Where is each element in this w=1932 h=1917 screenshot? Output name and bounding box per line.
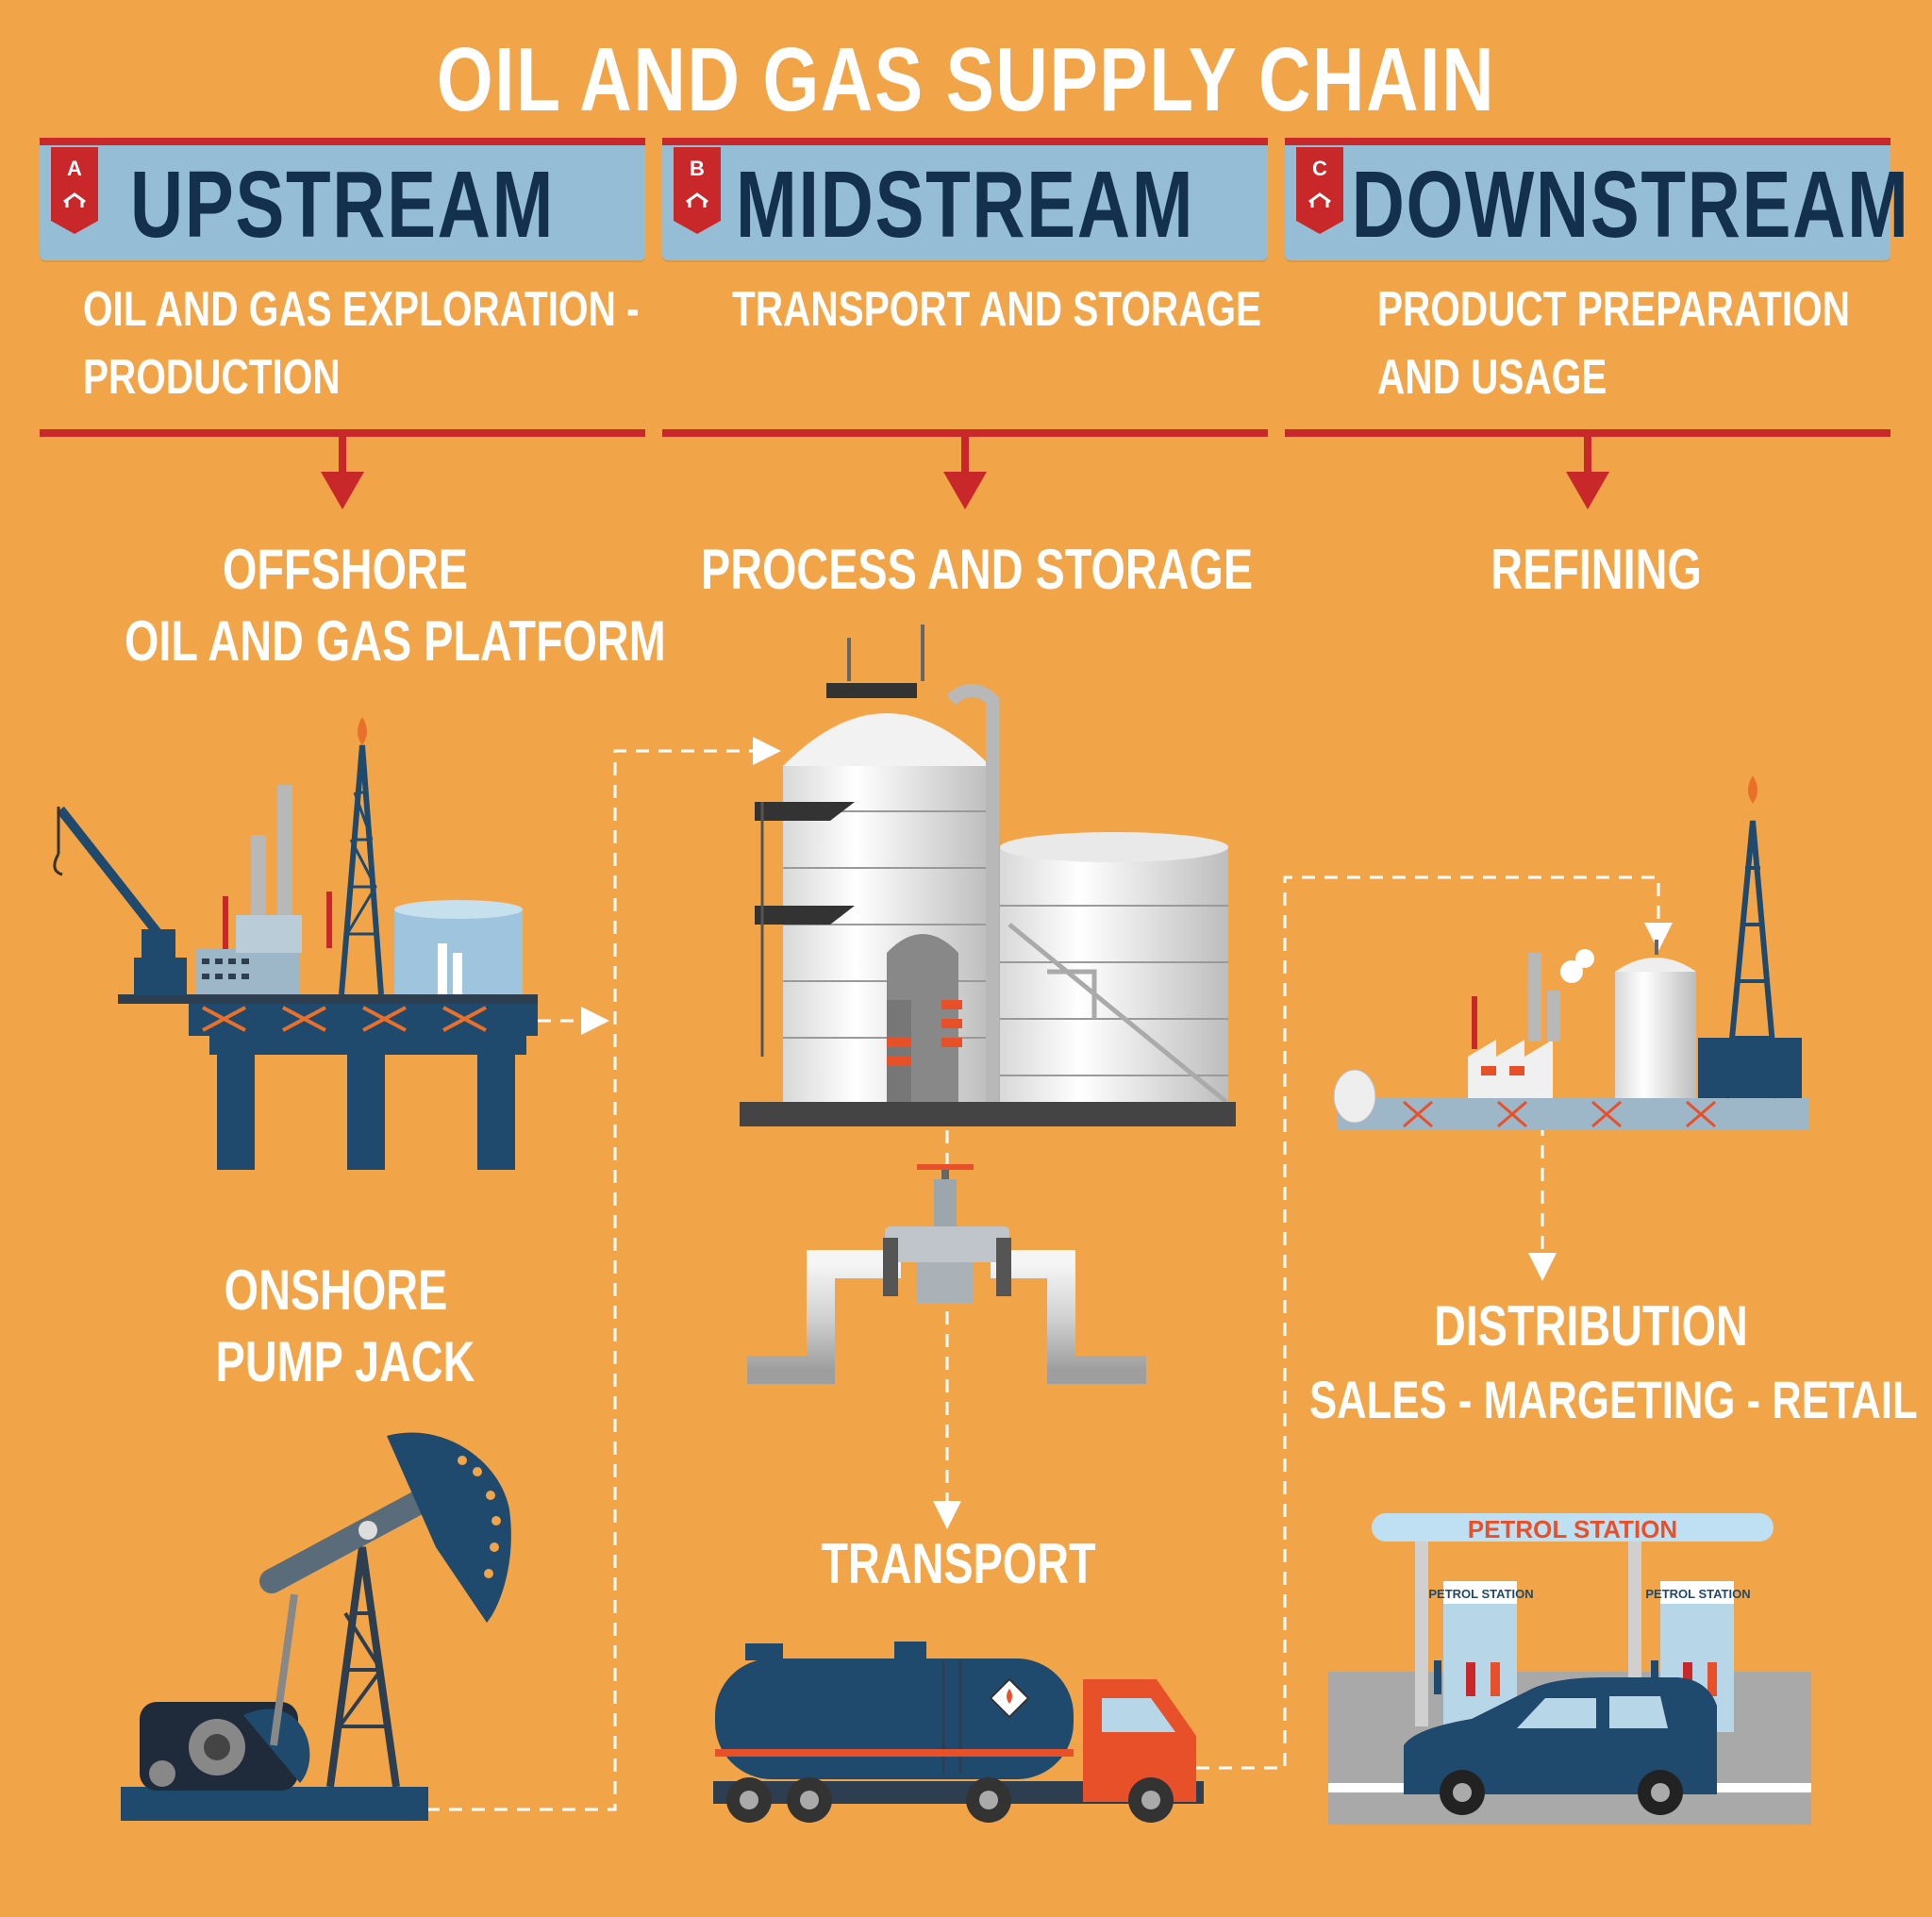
transport-title: TRANSPORT [821,1532,1096,1595]
flow-connectors [426,737,1673,1811]
upstream-subtitle-line-2: PRODUCTION [83,350,341,405]
badge-letter: B [690,157,705,180]
canopy-label: PETROL STATION [1468,1515,1677,1543]
header-bar [1285,138,1890,145]
badge-letter: A [67,157,82,180]
onshore-title: ONSHORE [224,1259,448,1322]
downstream-down-arrow [1566,436,1609,509]
offshore-title: OFFSHORE [222,538,469,601]
pump-label-left: PETROL STATION [1428,1587,1533,1601]
process-storage-title: PROCESS AND STORAGE [701,538,1254,601]
header-downstream: C DOWNSTREAM [1285,138,1910,260]
distribution-subtitle: SALES - MARGETING - RETAIL [1309,1370,1918,1429]
header-midstream: B MIDSTREAM [662,138,1268,260]
offshore-platform-icon [53,717,538,1170]
downstream-divider [1285,429,1890,437]
header-bar [40,138,645,145]
badge-c: C [1296,147,1343,234]
distribution-title: DISTRIBUTION [1434,1294,1748,1358]
badge-letter: C [1312,157,1327,180]
car-icon [1404,1677,1717,1815]
badge-b: B [674,147,721,234]
onshore-subtitle: PUMP JACK [215,1330,475,1393]
pipeline-valve-icon [747,1164,1146,1384]
storage-tank-icon [740,625,1236,1126]
header-box [662,145,1268,260]
header-label: DOWNSTREAM [1351,152,1910,258]
pump-label-right: PETROL STATION [1645,1587,1750,1601]
header-upstream: A UPSTREAM [40,138,645,260]
refining-title: REFINING [1491,538,1702,601]
header-box [40,145,645,260]
upstream-down-arrow [321,436,364,509]
page-title: OIL AND GAS SUPPLY CHAIN [436,29,1496,130]
badge-a: A [51,147,98,234]
upstream-divider [40,429,645,437]
midstream-subtitle-line-1: TRANSPORT AND STORAGE [732,282,1262,337]
header-bar [662,138,1268,145]
midstream-divider [662,429,1268,437]
midstream-down-arrow [943,436,987,509]
upstream-subtitle-line-1: OIL AND GAS EXPLORATION - [83,282,640,337]
downstream-subtitle-line-1: PRODUCT PREPARATION [1377,282,1851,337]
downstream-subtitle-line-2: AND USAGE [1377,350,1607,405]
header-label: UPSTREAM [129,152,556,258]
header-label: MIDSTREAM [735,152,1195,258]
header-box [1285,145,1890,260]
pump-jack-icon [121,1432,511,1821]
refinery-icon [1333,775,1809,1130]
tanker-truck-icon [713,1642,1204,1823]
